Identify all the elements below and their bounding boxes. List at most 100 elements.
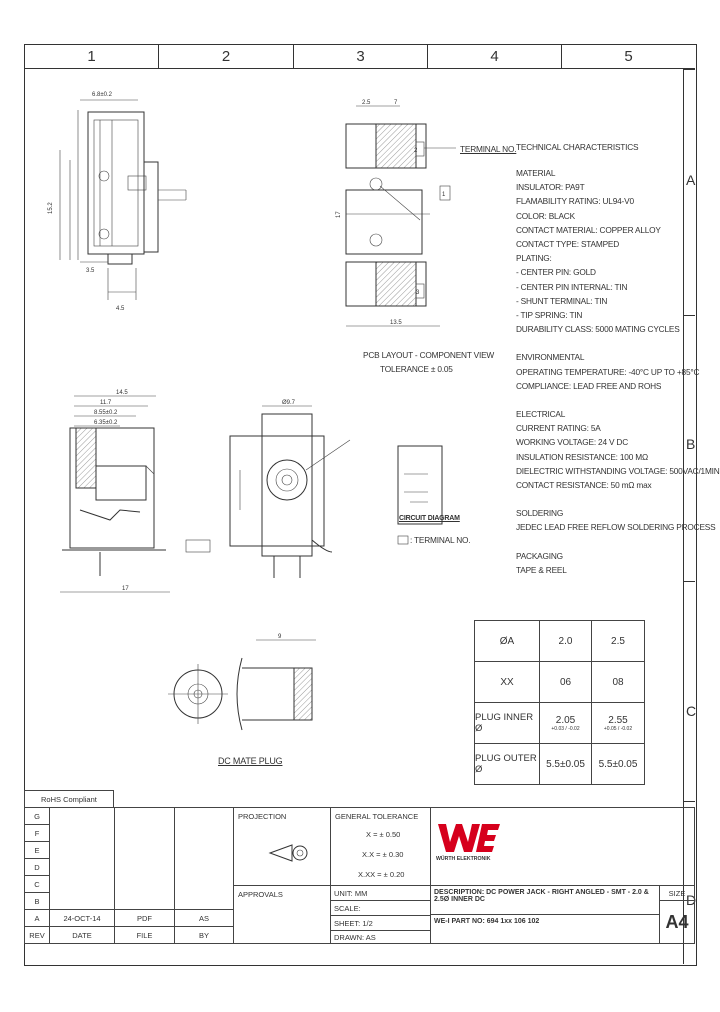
- rev-header-file: FILE: [114, 926, 175, 944]
- we-logo-icon: [438, 824, 500, 852]
- tech-line: [516, 336, 720, 350]
- column-3: 3: [294, 45, 428, 69]
- logo-text: WÜRTH ELEKTRONIK: [436, 856, 491, 862]
- dim-7: 7: [394, 100, 398, 106]
- part-no-cell: WE-I PART NO: 694 1xx 106 102: [430, 914, 660, 944]
- row-b: B: [686, 436, 696, 452]
- terminal-no-label: TERMINAL NO.: [460, 144, 517, 154]
- dim-3-5: 3.5: [86, 268, 95, 274]
- spec-value: 2.0: [539, 620, 592, 662]
- rev-by-col: [174, 807, 234, 910]
- spec-value-cell: 2.05 +0.03 / -0.02: [539, 702, 592, 744]
- terminal-2: 2: [414, 148, 418, 154]
- rev-letter: G: [24, 807, 50, 825]
- dim-6-35: 6.35±0.2: [94, 420, 118, 426]
- tech-line: [516, 535, 720, 549]
- pcb-layout: [345, 105, 456, 327]
- side-view-top: [59, 99, 187, 300]
- tol-xx: X.X = ± 0.30: [362, 850, 404, 859]
- row-strip-border: [683, 69, 684, 964]
- tech-line: CURRENT RATING: 5A: [516, 423, 601, 434]
- dim-11-7: 11.7: [100, 400, 112, 406]
- tech-line: - CENTER PIN: GOLD: [516, 267, 596, 278]
- dim-8-55: 8.55±0.2: [94, 410, 118, 416]
- column-2: 2: [159, 45, 294, 69]
- spec-tol: +0.05 / -0.02: [603, 725, 633, 732]
- strip-divider: [683, 69, 695, 70]
- tech-line: FLAMABILITY RATING: UL94-V0: [516, 196, 634, 207]
- dc-mate-plug-drawing: [168, 639, 316, 731]
- dim-14-5: 14.5: [116, 390, 128, 396]
- tech-heading: TECHNICAL CHARACTERISTICS: [516, 142, 639, 152]
- spec-value: 2.5: [591, 620, 645, 662]
- tech-line: CONTACT TYPE: STAMPED: [516, 239, 620, 250]
- size-value: A4: [659, 900, 695, 944]
- row-a: A: [686, 172, 696, 188]
- projection-label: PROJECTION: [238, 812, 287, 821]
- column-4: 4: [428, 45, 562, 69]
- rev-header-date: DATE: [49, 926, 115, 944]
- dim-13-5: 13.5: [390, 320, 402, 326]
- tech-line: INSULATOR: PA9T: [516, 182, 585, 193]
- pcb-layout-label: PCB LAYOUT - COMPONENT VIEW: [363, 350, 495, 360]
- tech-line: - TIP SPRING: TIN: [516, 310, 583, 321]
- dim-2-5: 2.5: [362, 100, 371, 106]
- wurth-logo: WÜRTH ELEKTRONIK: [436, 820, 502, 864]
- tech-line: [516, 492, 720, 506]
- tolerance-label: GENERAL TOLERANCE: [335, 812, 419, 821]
- spec-value: 06: [539, 661, 592, 703]
- dim-17b: 17: [336, 211, 342, 218]
- dim-6-8: 6.8±0.2: [92, 92, 113, 98]
- spec-value: 2.55: [608, 714, 628, 726]
- spec-value-cell: 2.55 +0.05 / -0.02: [591, 702, 645, 744]
- terminal-3: 3: [416, 290, 420, 296]
- tech-line: CONTACT MATERIAL: COPPER ALLOY: [516, 224, 661, 235]
- spec-value: 5.5±0.05: [591, 743, 645, 785]
- approvals-cell: APPROVALS: [233, 885, 331, 944]
- side-view-bottom: [60, 395, 211, 593]
- tech-line: TAPE & REEL: [516, 564, 567, 575]
- spec-value: 5.5±0.05: [539, 743, 592, 785]
- tech-line: COLOR: BLACK: [516, 210, 575, 221]
- rev-letter: B: [24, 892, 50, 910]
- spec-label: XX: [474, 661, 540, 703]
- rev-letter: C: [24, 875, 50, 893]
- strip-divider: [683, 801, 695, 802]
- tech-line: - CENTER PIN INTERNAL: TIN: [516, 281, 628, 292]
- dim-4-5: 4.5: [116, 306, 125, 312]
- rev-letter: E: [24, 841, 50, 859]
- tech-line: [516, 393, 720, 407]
- tech-line: MATERIAL: [516, 168, 556, 178]
- projection-cell: PROJECTION: [233, 807, 331, 886]
- tech-list: MATERIAL INSULATOR: PA9T FLAMABILITY RAT…: [516, 166, 720, 577]
- tech-line: COMPLIANCE: LEAD FREE AND ROHS: [516, 380, 662, 391]
- dim-17: 17: [122, 586, 129, 592]
- tech-line: WORKING VOLTAGE: 24 V DC: [516, 437, 628, 448]
- rev-date-col: [49, 807, 115, 910]
- pcb-tolerance-label: TOLERANCE ± 0.05: [380, 364, 453, 374]
- terminal-1: 1: [442, 192, 446, 198]
- spec-label: PLUG INNER Ø: [474, 702, 540, 744]
- tech-line: DIELECTRIC WITHSTANDING VOLTAGE: 500VAC/…: [516, 465, 720, 476]
- unit-cell: UNIT: MM: [330, 885, 431, 901]
- tol-xxx: X.XX = ± 0.20: [358, 870, 405, 879]
- spec-value: 08: [591, 661, 645, 703]
- terminal-legend: : TERMINAL NO.: [410, 535, 471, 545]
- spec-value: 2.05: [555, 714, 576, 726]
- circuit-diagram-drawing: [397, 445, 443, 545]
- drawn-cell: DRAWN: AS: [330, 930, 431, 944]
- strip-divider: [683, 581, 695, 582]
- front-view: [229, 405, 351, 578]
- approvals-label: APPROVALS: [238, 890, 283, 899]
- description-cell: DESCRIPTION: DC POWER JACK - RIGHT ANGLE…: [430, 885, 660, 915]
- tech-line: CONTACT RESISTANCE: 50 mΩ max: [516, 480, 652, 491]
- dim-9: 9: [278, 634, 282, 640]
- tech-line: ENVIRONMENTAL: [516, 352, 585, 363]
- rev-letter: A: [24, 909, 50, 927]
- size-label: SIZE: [659, 885, 695, 901]
- rev-header: REV: [24, 926, 50, 944]
- rev-file-col: [114, 807, 175, 910]
- projection-symbol: [268, 844, 308, 862]
- rev-header-by: BY: [174, 926, 234, 944]
